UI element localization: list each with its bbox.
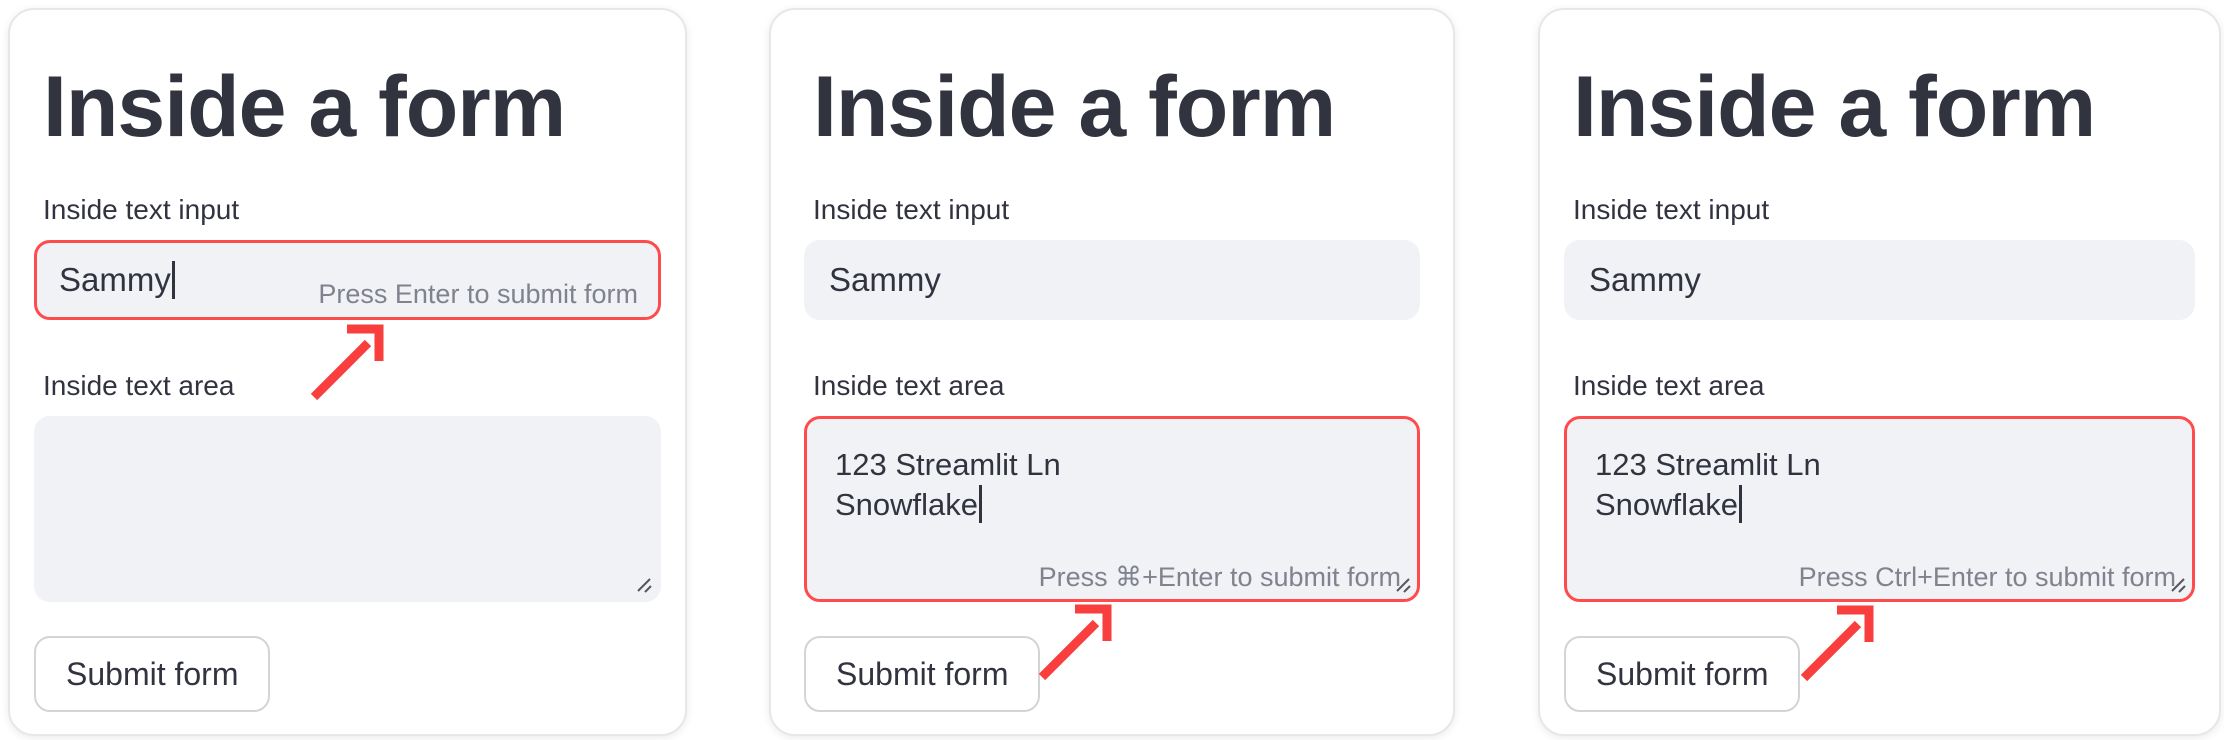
submit-form-button[interactable]: Submit form xyxy=(804,636,1041,712)
form-title: Inside a form xyxy=(813,59,1336,155)
text-area-line: 123 Streamlit Ln xyxy=(1595,447,1821,482)
form-title: Inside a form xyxy=(43,59,566,155)
submit-hint: Press Enter to submit form xyxy=(318,279,638,309)
annotation-arrow-icon xyxy=(1800,605,1874,682)
form-card: Inside a form Inside text input Sammy In… xyxy=(769,8,1455,736)
text-area-line: Snowflake xyxy=(835,485,1389,525)
resize-handle-icon[interactable] xyxy=(1392,574,1412,594)
text-input-value: Sammy xyxy=(59,261,171,298)
submit-form-button[interactable]: Submit form xyxy=(1564,636,1801,712)
text-area-label: Inside text area xyxy=(813,370,1005,401)
text-area[interactable]: 123 Streamlit Ln Snowflake Press Ctrl+En… xyxy=(1564,416,2195,602)
text-input[interactable]: Sammy Press Enter to submit form xyxy=(34,240,661,320)
text-cursor xyxy=(171,261,175,299)
resize-handle-icon[interactable] xyxy=(633,574,653,594)
text-input-value: Sammy xyxy=(829,261,941,298)
form-title: Inside a form xyxy=(1573,59,2096,155)
text-cursor xyxy=(1739,485,1743,523)
resize-handle-icon[interactable] xyxy=(2167,574,2187,594)
submit-hint: Press ⌘+Enter to submit form xyxy=(1038,562,1401,592)
text-cursor xyxy=(979,485,983,523)
submit-form-button[interactable]: Submit form xyxy=(34,636,271,712)
text-area-line: Snowflake xyxy=(1595,485,2164,525)
text-input-label: Inside text input xyxy=(1573,194,1770,225)
submit-hint: Press Ctrl+Enter to submit form xyxy=(1798,562,2176,592)
text-input-label: Inside text input xyxy=(43,194,240,225)
text-area-label: Inside text area xyxy=(43,370,235,401)
form-card: Inside a form Inside text input Sammy Pr… xyxy=(8,8,687,736)
text-input-label: Inside text input xyxy=(813,194,1010,225)
text-area[interactable]: 123 Streamlit Ln Snowflake Press ⌘+Enter… xyxy=(804,416,1420,602)
text-input[interactable]: Sammy xyxy=(804,240,1420,320)
text-area[interactable] xyxy=(34,416,661,602)
annotation-arrow-icon xyxy=(1038,604,1112,681)
text-area-label: Inside text area xyxy=(1573,370,1765,401)
text-area-line: 123 Streamlit Ln xyxy=(835,447,1061,482)
text-input-value: Sammy xyxy=(1589,261,1701,298)
text-input[interactable]: Sammy xyxy=(1564,240,2195,320)
form-card: Inside a form Inside text input Sammy In… xyxy=(1538,8,2221,736)
